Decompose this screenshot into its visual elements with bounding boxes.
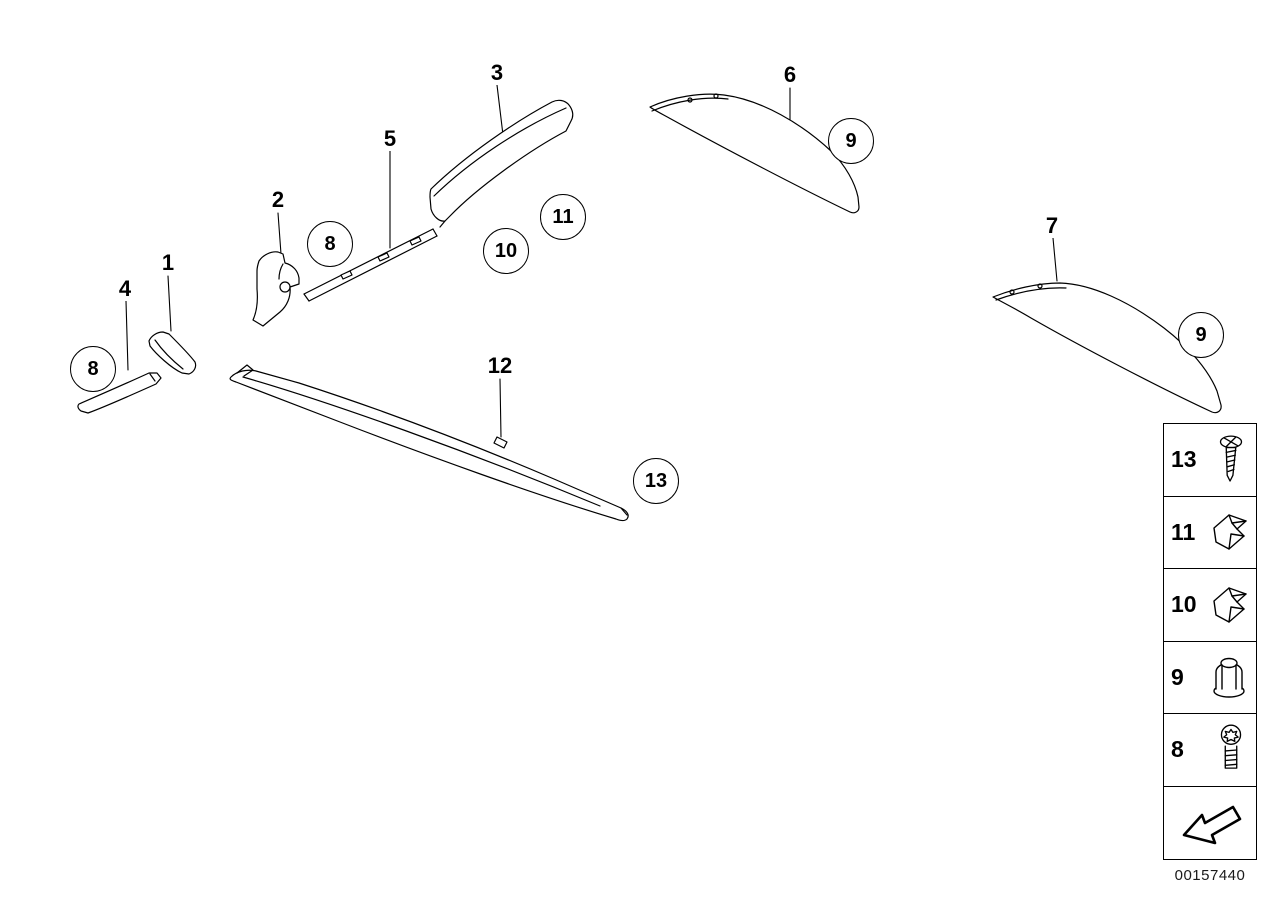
part-1-shape [148, 331, 197, 375]
part-2-shape [252, 251, 300, 327]
part-3-shape [429, 99, 574, 228]
legend-row-10[interactable]: 10 [1164, 569, 1256, 642]
circled-callout-8-left[interactable]: 8 [70, 346, 116, 392]
circled-callout-13[interactable]: 13 [633, 458, 679, 504]
continuation-arrow-icon [1182, 805, 1241, 845]
legend-number: 10 [1171, 591, 1197, 618]
part-7-shape [992, 282, 1222, 414]
clip-icon [1213, 587, 1247, 623]
circled-callout-10[interactable]: 10 [483, 228, 529, 274]
fastener-legend: 13 11 10 [1163, 423, 1257, 860]
circled-callout-8-mid[interactable]: 8 [307, 221, 353, 267]
legend-number: 11 [1171, 518, 1196, 545]
doc-number: 00157440 [1174, 867, 1246, 884]
legend-row-9[interactable]: 9 [1164, 642, 1256, 714]
callout-label-7[interactable]: 7 [1043, 213, 1061, 238]
leader-line-7 [1052, 237, 1058, 282]
legend-number: 13 [1171, 446, 1197, 473]
circled-callout-11[interactable]: 11 [540, 194, 586, 240]
circled-callout-9-top[interactable]: 9 [828, 118, 874, 164]
callout-label-5[interactable]: 5 [381, 126, 399, 151]
part-6-shape [649, 93, 860, 214]
clip-icon [1213, 514, 1247, 550]
leader-line-2 [277, 212, 282, 255]
leader-line-1 [167, 275, 172, 332]
callout-label-12[interactable]: 12 [485, 353, 515, 378]
legend-row-8[interactable]: 8 [1164, 714, 1256, 787]
torx-screw-icon [1220, 724, 1242, 769]
callout-label-6[interactable]: 6 [781, 62, 799, 87]
part-5-shape [303, 228, 438, 302]
leader-lines [125, 84, 1058, 438]
legend-row-13[interactable]: 13 [1164, 424, 1256, 497]
callout-label-4[interactable]: 4 [116, 276, 134, 301]
part-12-shape [229, 364, 629, 522]
screw-icon [1219, 435, 1243, 482]
leader-line-3 [496, 84, 504, 136]
legend-row-11[interactable]: 11 [1164, 497, 1256, 569]
callout-label-1[interactable]: 1 [159, 250, 177, 275]
leader-line-4 [125, 300, 129, 371]
callout-label-3[interactable]: 3 [488, 60, 506, 85]
lock-nut-icon [1213, 658, 1245, 698]
leader-line-12 [499, 378, 502, 438]
part-4-shape [77, 372, 162, 414]
circled-callout-9-right[interactable]: 9 [1178, 312, 1224, 358]
legend-number: 9 [1171, 663, 1184, 690]
callout-label-2[interactable]: 2 [269, 187, 287, 212]
legend-row-continuation[interactable] [1164, 787, 1256, 860]
legend-number: 8 [1171, 736, 1184, 763]
